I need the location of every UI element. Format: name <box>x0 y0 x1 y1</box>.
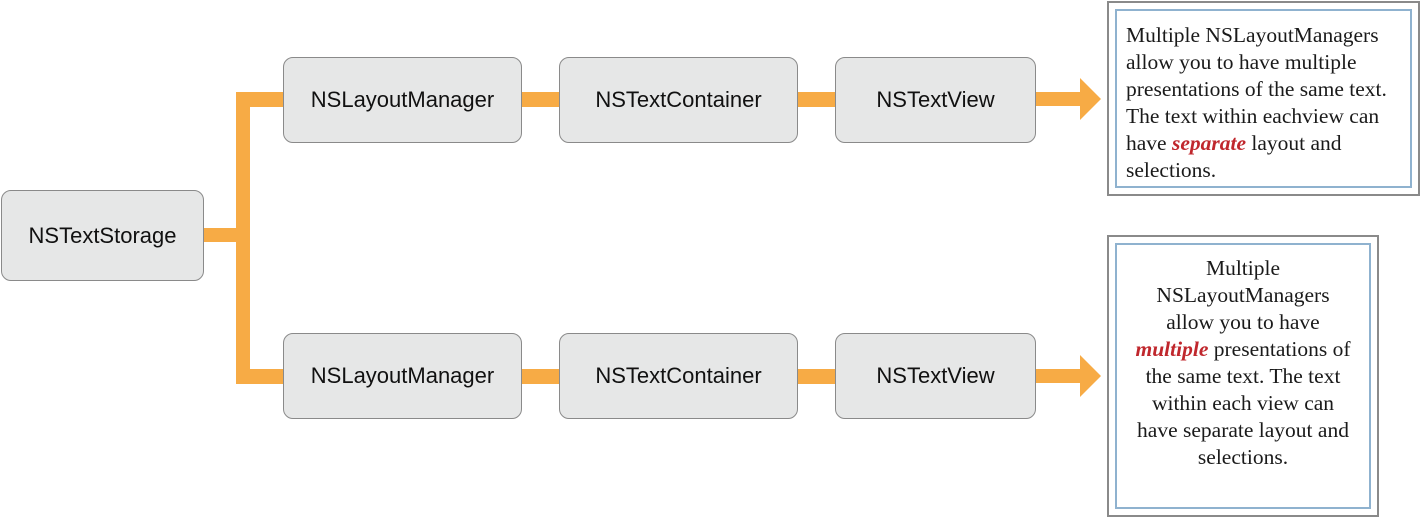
node-text-storage: NSTextStorage <box>1 190 204 281</box>
note-text: presentations of the same text. The text… <box>1137 337 1351 469</box>
note-emphasis: multiple <box>1135 337 1209 361</box>
note-top: Multiple NSLayoutManagers allow you to h… <box>1107 1 1420 196</box>
note-text: Multiple NSLayoutManagers allow you to h… <box>1126 23 1387 155</box>
node-text-view-bottom: NSTextView <box>835 333 1036 419</box>
node-text-view-top: NSTextView <box>835 57 1036 143</box>
connector-bottom-tc-tv <box>796 369 836 384</box>
note-text: Multiple NSLayoutManagers allow you to h… <box>1156 256 1330 334</box>
connector-top-lm-tc <box>520 92 560 107</box>
node-layout-manager-bottom: NSLayoutManager <box>283 333 522 419</box>
arrow-top-icon <box>1035 78 1101 120</box>
connector-bottom-lm-tc <box>520 369 560 384</box>
node-text-container-top: NSTextContainer <box>559 57 798 143</box>
connector-storage-trunk <box>203 228 243 242</box>
note-bottom: Multiple NSLayoutManagers allow you to h… <box>1107 235 1379 517</box>
node-text-container-bottom: NSTextContainer <box>559 333 798 419</box>
node-layout-manager-top: NSLayoutManager <box>283 57 522 143</box>
connector-top-tc-tv <box>796 92 836 107</box>
arrow-bottom-icon <box>1035 355 1101 397</box>
note-bottom-text: Multiple NSLayoutManagers allow you to h… <box>1115 243 1371 509</box>
note-top-text: Multiple NSLayoutManagers allow you to h… <box>1115 9 1412 188</box>
note-emphasis: separate <box>1171 131 1247 155</box>
connector-to-top-layout-manager <box>236 92 284 107</box>
connector-vertical-trunk <box>236 92 250 383</box>
note-text: layout and selections. <box>1126 131 1342 182</box>
connector-to-bottom-layout-manager <box>236 369 284 384</box>
